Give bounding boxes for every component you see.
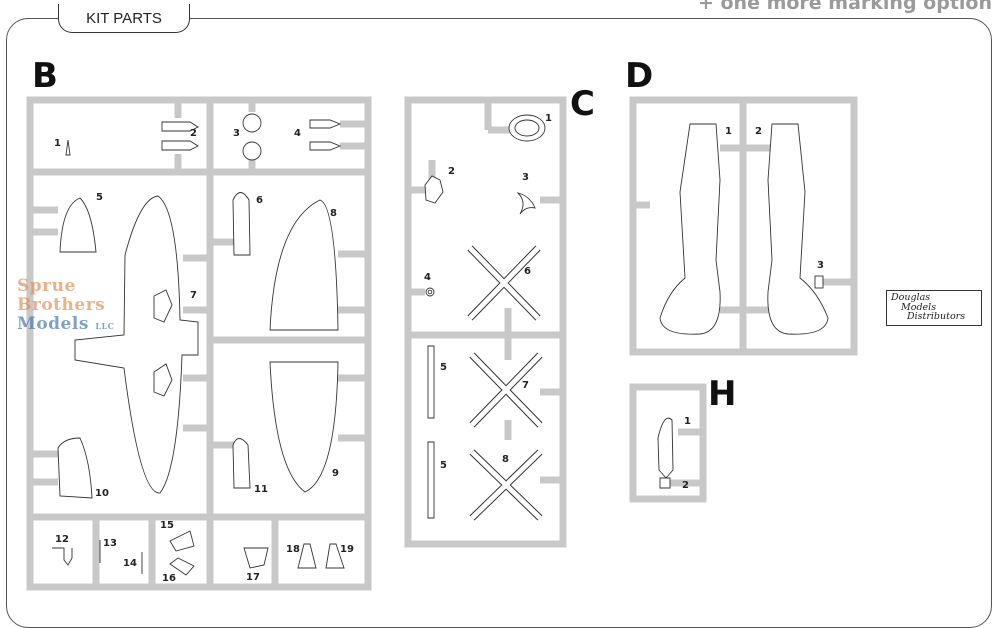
part-h2 bbox=[659, 477, 671, 489]
part-d3 bbox=[814, 275, 824, 289]
distributor-logo: Douglas Models Distributors bbox=[886, 290, 982, 326]
d-part-number: 1 bbox=[725, 126, 732, 137]
watermark-line3: Models LLC bbox=[17, 314, 115, 334]
b-part-number: 10 bbox=[95, 488, 109, 499]
sprue-h-frame bbox=[629, 383, 707, 503]
c-part-number: 5 bbox=[440, 460, 447, 471]
b-part-number: 14 bbox=[123, 558, 137, 569]
part-b15 bbox=[169, 530, 195, 552]
b-part-number: 18 bbox=[286, 544, 300, 555]
part-c8-prop-fill bbox=[470, 450, 542, 520]
part-b2b bbox=[161, 140, 199, 151]
sprue-h-letter: H bbox=[708, 374, 737, 414]
h-part-number: 2 bbox=[682, 480, 689, 491]
sprue-c-letter: C bbox=[570, 84, 595, 124]
part-c4-center bbox=[427, 289, 433, 295]
part-b12 bbox=[52, 547, 73, 566]
b-part-number: 7 bbox=[190, 290, 197, 301]
part-b4b bbox=[309, 141, 342, 151]
part-outlines bbox=[52, 113, 829, 576]
b-part-number: 19 bbox=[340, 544, 354, 555]
part-b7-detail-a bbox=[153, 289, 173, 323]
c-part-number: 3 bbox=[522, 172, 529, 183]
part-b5 bbox=[59, 197, 97, 253]
c-part-number: 1 bbox=[545, 113, 552, 124]
part-b17 bbox=[243, 547, 269, 569]
b-part-number: 17 bbox=[246, 572, 260, 583]
b-part-number: 9 bbox=[332, 468, 339, 479]
part-b16 bbox=[169, 557, 195, 576]
part-b3a bbox=[242, 113, 262, 133]
sprue-frames bbox=[26, 96, 858, 591]
watermark-line2: Brothers bbox=[17, 295, 106, 315]
part-b2a bbox=[161, 121, 199, 132]
d-part-number: 3 bbox=[817, 260, 824, 271]
b-part-number: 8 bbox=[330, 208, 337, 219]
part-b7-fuselage bbox=[74, 195, 199, 494]
c-part-number: 7 bbox=[522, 380, 529, 391]
part-c1-inner bbox=[514, 119, 540, 137]
c-part-number: 4 bbox=[424, 272, 431, 283]
c-part-number: 6 bbox=[524, 266, 531, 277]
h-part-number: 1 bbox=[684, 416, 691, 427]
c-part-number: 8 bbox=[502, 454, 509, 465]
part-b3b bbox=[242, 141, 262, 161]
part-b1 bbox=[65, 139, 71, 156]
b-part-number: 15 bbox=[160, 520, 174, 531]
part-b6 bbox=[232, 192, 251, 256]
part-h1 bbox=[657, 417, 674, 479]
part-c3 bbox=[516, 192, 536, 215]
sprue-brothers-watermark: Sprue Brothers Models LLC bbox=[17, 277, 117, 337]
part-b7-detail-b bbox=[153, 363, 173, 397]
b-part-number: 1 bbox=[54, 138, 61, 149]
c-part-number: 2 bbox=[448, 166, 455, 177]
marking-note: + one more marking option bbox=[697, 0, 992, 14]
part-b4a bbox=[309, 119, 342, 129]
b-part-number: 6 bbox=[256, 195, 263, 206]
distributor-line3: Distributors bbox=[907, 311, 966, 322]
kit-parts-tab: KIT PARTS bbox=[58, 4, 190, 33]
part-b19 bbox=[325, 543, 345, 569]
part-c7-prop-fill bbox=[470, 353, 542, 427]
kit-parts-label: KIT PARTS bbox=[86, 9, 162, 27]
part-c5a bbox=[427, 345, 435, 419]
distributor-line2: Models bbox=[901, 301, 937, 313]
c-part-number: 5 bbox=[440, 362, 447, 373]
part-b8 bbox=[269, 199, 339, 331]
b-part-number: 11 bbox=[254, 484, 268, 495]
part-b11 bbox=[232, 438, 251, 489]
part-b18 bbox=[297, 543, 317, 569]
b-part-number: 13 bbox=[103, 538, 117, 549]
part-c2 bbox=[424, 175, 444, 204]
watermark-line1: Sprue bbox=[17, 276, 76, 296]
sprue-d-letter: D bbox=[625, 56, 654, 96]
part-d2 bbox=[767, 123, 829, 335]
distributor-line1: Douglas bbox=[891, 292, 931, 303]
part-c5b bbox=[427, 441, 435, 519]
b-part-number: 3 bbox=[233, 128, 240, 139]
sprue-b-letter: B bbox=[32, 56, 58, 96]
b-part-number: 4 bbox=[294, 128, 301, 139]
d-part-number: 2 bbox=[755, 126, 762, 137]
b-part-number: 5 bbox=[96, 192, 103, 203]
part-b9 bbox=[269, 361, 339, 493]
part-b10 bbox=[57, 437, 93, 499]
part-c6-prop-fill bbox=[468, 246, 540, 320]
b-part-number: 12 bbox=[55, 534, 69, 545]
part-d1 bbox=[659, 123, 721, 335]
b-part-number: 16 bbox=[162, 573, 176, 584]
b-part-number: 2 bbox=[190, 128, 197, 139]
